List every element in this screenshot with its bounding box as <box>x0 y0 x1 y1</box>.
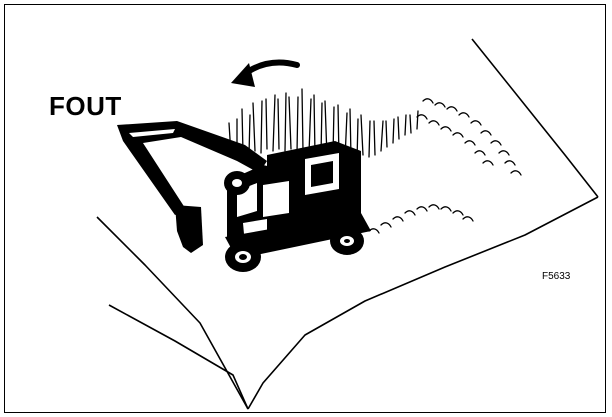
figure-frame: FOUT F5633 <box>4 4 606 413</box>
excavator-boom <box>117 121 267 215</box>
excavator-icon <box>117 121 371 272</box>
excavator-bucket <box>175 205 203 253</box>
excavator-chassis <box>225 213 371 259</box>
figure-code: F5633 <box>542 271 571 282</box>
slope-outline <box>96 38 599 410</box>
warning-label: FOUT <box>49 91 122 121</box>
motion-arcs-bottom <box>368 204 474 234</box>
curved-arrow-left-icon <box>231 59 300 87</box>
motion-arcs-top <box>416 98 522 176</box>
slope-scene <box>96 38 599 410</box>
